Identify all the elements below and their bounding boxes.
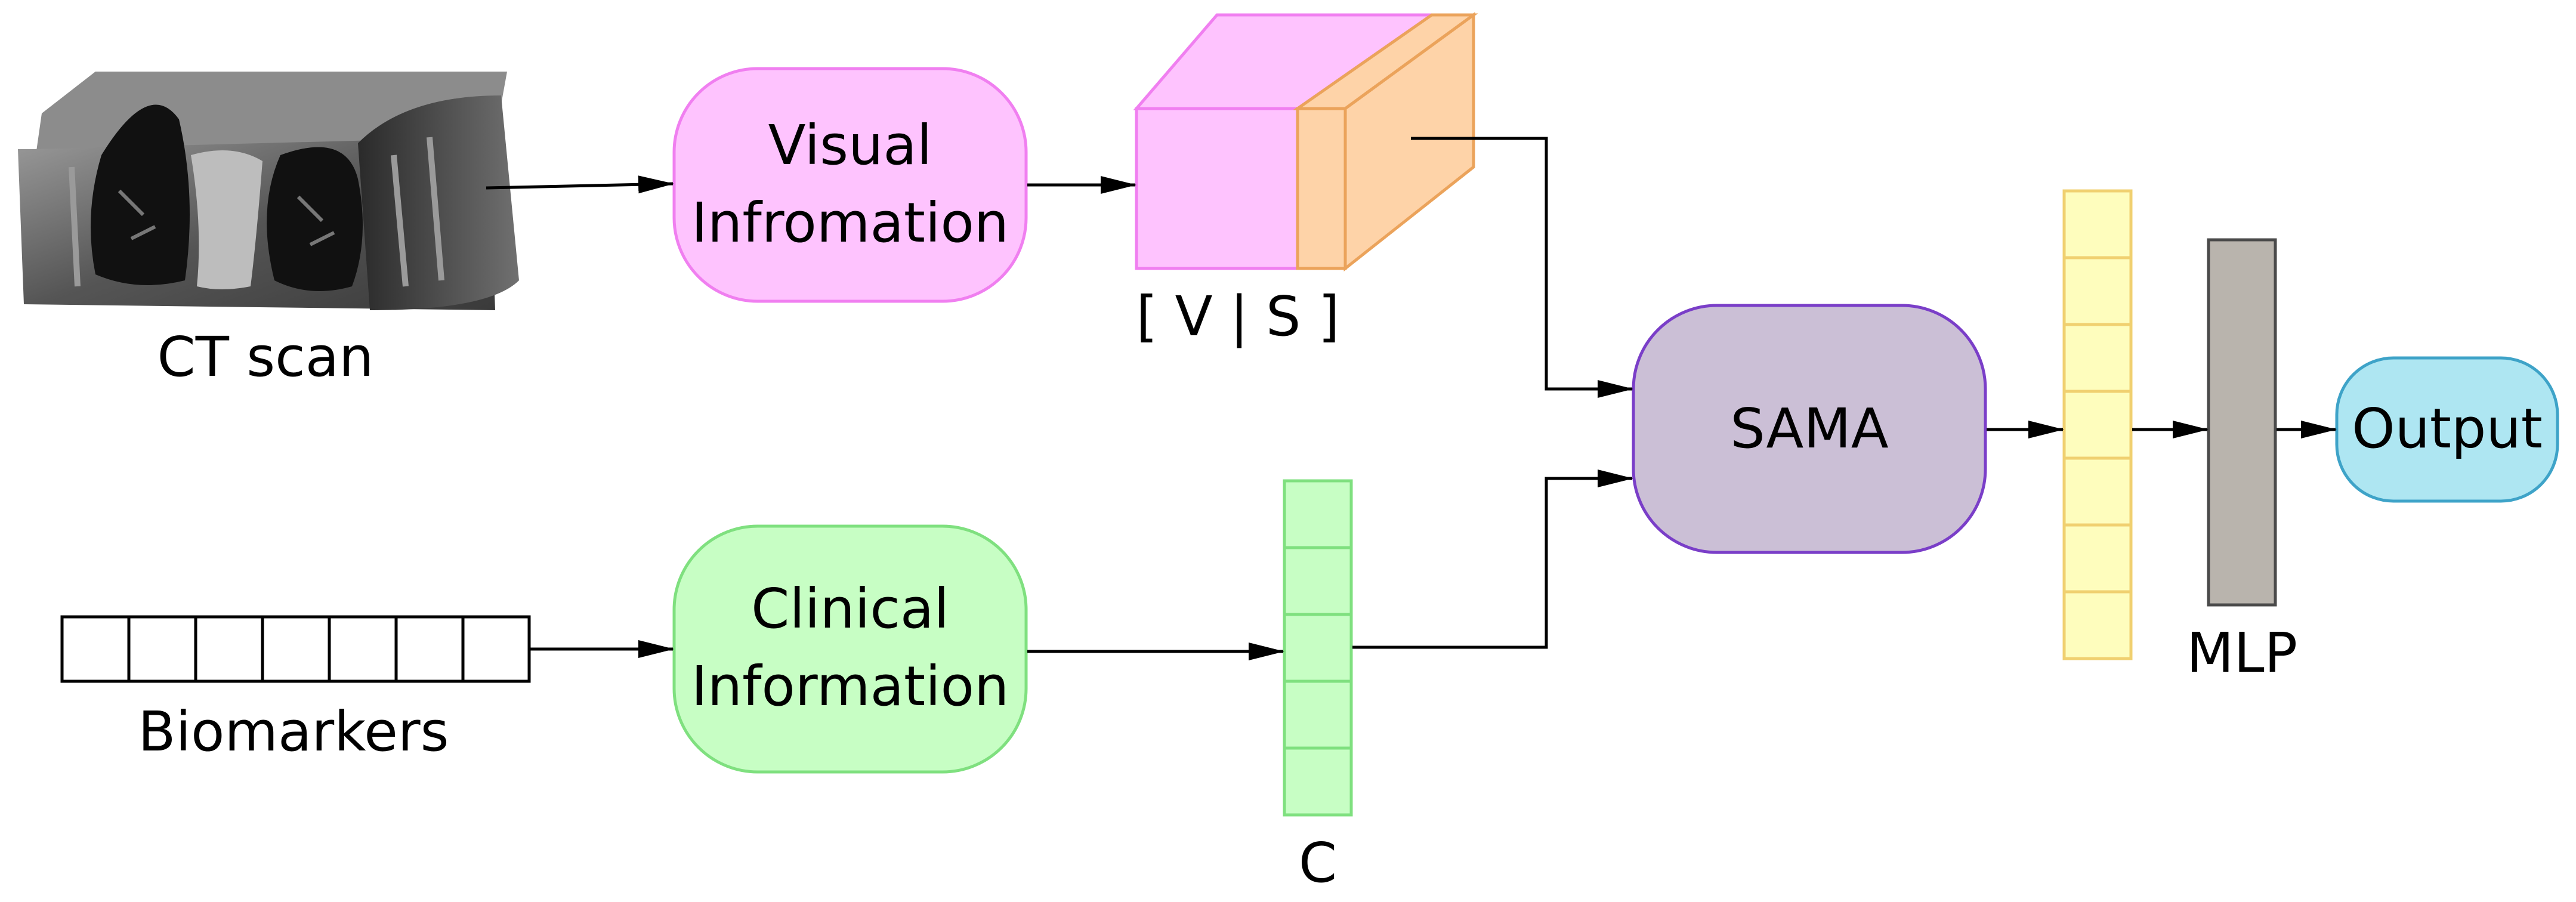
arrow-ct-to-visual [486,175,674,194]
output-box [2335,356,2559,503]
c-vector [1283,479,1353,817]
mlp-label: MLP [2186,621,2297,685]
mlp-block [2207,238,2277,607]
clinical-information-line1: Clinical [751,577,949,641]
vs-feature-block [1133,12,1478,272]
clinical-information-box [672,524,1028,774]
visual-information-line1: Visual [768,113,932,177]
ct-scan-label: CT scan [157,325,374,389]
visual-information-box [672,67,1028,303]
arrow-vs-to-sama [1411,137,1633,398]
c-label: C [1299,831,1337,895]
sama-label: SAMA [1730,397,1888,461]
sama-box [1632,304,1987,554]
biomarkers-vector [60,615,531,683]
vs-label: [ V | S ] [1136,285,1339,348]
connection-arrows [486,137,2337,660]
fused-feature-vector [2062,189,2133,660]
output-label: Output [2352,397,2543,461]
arrow-c-to-sama [1352,469,1633,649]
clinical-information-line2: Information [691,654,1009,718]
visual-information-line2: Infromation [691,191,1009,255]
biomarkers-label: Biomarkers [138,700,449,764]
ct-scan-lung-volume-icon [18,72,519,310]
